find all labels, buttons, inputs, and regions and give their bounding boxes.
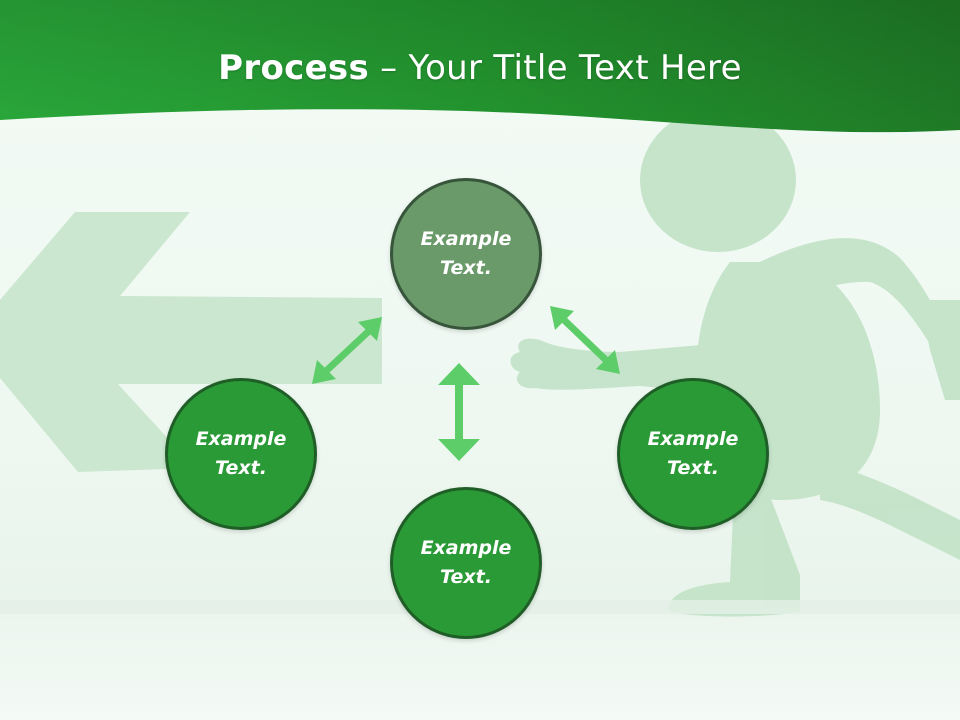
process-node-bottom[interactable]: Example Text. (390, 487, 542, 639)
process-node-right[interactable]: Example Text. (617, 378, 769, 530)
process-node-top-label: Example Text. (420, 228, 512, 279)
process-node-left[interactable]: Example Text. (165, 378, 317, 530)
background-left-arrow (0, 212, 382, 472)
arrow-top-bottom (438, 363, 480, 461)
slide-title[interactable]: Process – Your Title Text Here (0, 48, 960, 88)
process-node-top[interactable]: Example Text. (390, 178, 542, 330)
arrow-left-top (312, 317, 382, 384)
header-band (0, 0, 960, 133)
arrow-top-right (550, 306, 620, 374)
slide-title-rest: – Your Title Text Here (369, 48, 742, 88)
process-node-left-label: Example Text. (195, 428, 287, 479)
process-node-bottom-label: Example Text. (420, 537, 512, 588)
process-node-right-label: Example Text. (647, 428, 739, 479)
slide-title-bold: Process (218, 48, 370, 88)
